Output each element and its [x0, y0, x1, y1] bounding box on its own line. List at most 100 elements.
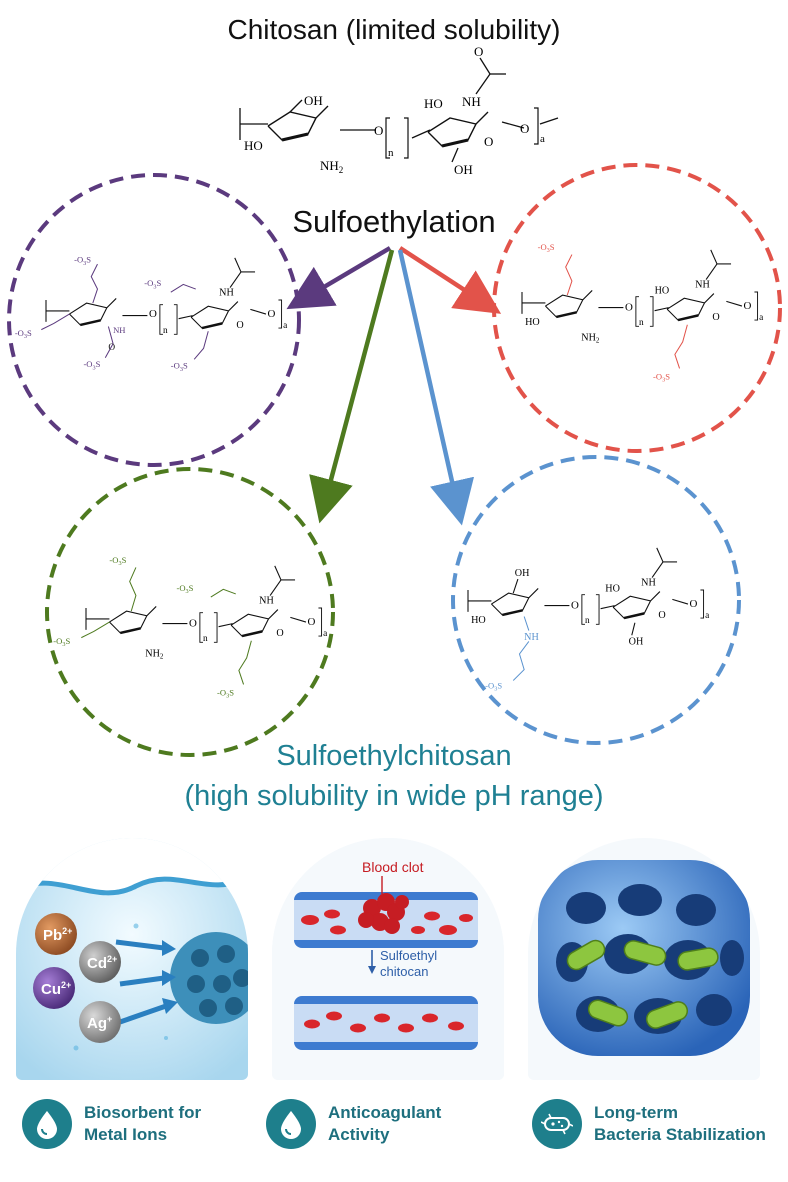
- svg-text:O: O: [625, 302, 633, 314]
- svg-text:O: O: [308, 616, 316, 628]
- chitosan-structure: OH HO NH2 O n HO NH O O OH O a: [239, 44, 559, 177]
- end-o-label: O: [520, 121, 529, 136]
- feature-anticoagulant-label: Anticoagulant Activity: [328, 1103, 442, 1144]
- bacteria: [566, 939, 719, 1029]
- svg-text:-O3S: -O3S: [171, 361, 188, 373]
- feature-anticoagulant: Anticoagulant Activity: [266, 1094, 441, 1154]
- arrow-to-red: [398, 246, 502, 314]
- feature-bacteria: Long-term Bacteria Stabilization: [532, 1094, 766, 1154]
- svg-text:NH: NH: [695, 279, 710, 290]
- bacteria-illustration: [528, 838, 760, 1080]
- svg-text:OH: OH: [515, 568, 530, 579]
- svg-text:O: O: [690, 598, 698, 610]
- svg-text:-O3S: -O3S: [15, 328, 32, 340]
- svg-text:NH: NH: [259, 595, 274, 606]
- oh-label-2: OH: [454, 162, 473, 177]
- anticoagulant-panel: Blood clot Sulfoethyl chitocan: [272, 838, 504, 1080]
- oh-label: OH: [304, 93, 323, 108]
- red-structure: HO NH2 O n HO NH O O a -O3S -O3S: [521, 242, 764, 384]
- flow-arrows: [115, 939, 167, 1025]
- result-title-line2: (high solubility in wide pH range): [184, 780, 604, 812]
- svg-text:O: O: [744, 300, 752, 312]
- svg-text:n: n: [203, 634, 208, 644]
- svg-text:n: n: [585, 616, 590, 626]
- arrow-to-blue: [397, 249, 475, 526]
- nh-label: NH: [462, 94, 481, 109]
- arrow-to-purple: [286, 246, 392, 310]
- svg-text:HO: HO: [525, 317, 540, 328]
- n-subscript: n: [388, 147, 394, 159]
- red-cells-top: [301, 909, 473, 935]
- carbonyl-o-label: O: [474, 44, 483, 59]
- svg-text:-O3S: -O3S: [653, 371, 670, 383]
- green-circle: [45, 467, 335, 757]
- blue-structure: OH HO O n HO NH O OH O a NH -O3S: [467, 547, 710, 693]
- svg-text:NH: NH: [524, 632, 539, 643]
- result-title-line1: Sulfoethylchitosan: [276, 740, 512, 772]
- svg-text:-O3S: -O3S: [538, 242, 555, 254]
- cd-ion: [79, 941, 121, 983]
- green-structure: NH2 O n NH O O a -O3S -O3S -O3S -O3S: [53, 555, 328, 700]
- svg-text:Ag+: Ag+: [87, 1014, 112, 1032]
- svg-text:O: O: [236, 320, 243, 331]
- anticoagulant-illustration: Blood clot Sulfoethyl chitocan: [272, 838, 504, 1080]
- svg-text:O: O: [268, 308, 276, 320]
- svg-text:NH: NH: [641, 577, 656, 588]
- agent-label-line1: Sulfoethyl: [380, 948, 437, 963]
- svg-text:a: a: [323, 629, 328, 639]
- svg-text:O: O: [658, 610, 665, 621]
- feature-bacteria-label: Long-term Bacteria Stabilization: [594, 1103, 766, 1144]
- process-label: Sulfoethylation: [292, 204, 496, 239]
- agent-label-line2: chitocan: [380, 964, 428, 979]
- svg-text:OH: OH: [629, 637, 644, 648]
- svg-text:Cd2+: Cd2+: [87, 954, 117, 972]
- svg-text:a: a: [705, 611, 710, 621]
- svg-text:-O3S: -O3S: [83, 359, 100, 371]
- svg-text:-O3S: -O3S: [217, 687, 234, 699]
- result-title: Sulfoethylchitosan (high solubility in w…: [0, 736, 788, 816]
- svg-text:O: O: [276, 628, 283, 639]
- blue-circle: [451, 455, 741, 745]
- ho-label-2: HO: [424, 96, 443, 111]
- svg-text:NH: NH: [219, 287, 234, 298]
- svg-text:n: n: [163, 326, 168, 336]
- feature-biosorbent: Biosorbent for Metal Ions: [22, 1094, 201, 1154]
- red-circle: [492, 163, 782, 453]
- biosorbent-panel: Pb2+ Cd2+ Cu2+ Ag+: [16, 838, 248, 1080]
- svg-text:-O3S: -O3S: [109, 555, 126, 567]
- arrow-to-green: [309, 249, 395, 524]
- svg-text:a: a: [759, 313, 764, 323]
- purple-circle: [7, 173, 301, 467]
- sorbent-lattice: [170, 932, 248, 1024]
- blood-clot: [358, 893, 409, 934]
- svg-text:NH: NH: [113, 325, 125, 335]
- svg-text:a: a: [283, 321, 288, 331]
- feature-biosorbent-label: Biosorbent for Metal Ions: [84, 1103, 202, 1144]
- pb-ion: [35, 913, 77, 955]
- nh2-label: NH2: [320, 158, 343, 175]
- svg-text:O: O: [149, 308, 157, 320]
- svg-text:NH2: NH2: [145, 648, 164, 660]
- svg-text:-O3S: -O3S: [74, 255, 91, 267]
- svg-text:Cu2+: Cu2+: [41, 980, 71, 998]
- svg-text:O: O: [712, 312, 719, 323]
- svg-text:n: n: [639, 318, 644, 328]
- svg-text:O: O: [108, 343, 115, 353]
- purple-structure: O n NH O O a -O3S -O3S NH -O3S -O3S -O3: [15, 255, 288, 373]
- svg-text:Pb2+: Pb2+: [43, 926, 72, 944]
- glycosidic-o-label: O: [374, 123, 383, 138]
- svg-text:-O3S: -O3S: [53, 636, 70, 648]
- bacteria-panel: [528, 838, 760, 1080]
- svg-text:O: O: [571, 600, 579, 612]
- biosorbent-illustration: Pb2+ Cd2+ Cu2+ Ag+: [16, 838, 248, 1080]
- blood-drop-icon: [266, 1099, 316, 1149]
- page-title: Chitosan (limited solubility): [227, 14, 561, 45]
- svg-text:HO: HO: [471, 615, 486, 626]
- svg-text:HO: HO: [655, 286, 670, 297]
- bacteria-icon: [532, 1099, 582, 1149]
- svg-text:-O3S: -O3S: [144, 278, 161, 290]
- cu-ion: [33, 967, 75, 1009]
- red-cells-bottom: [304, 1011, 464, 1033]
- svg-text:HO: HO: [605, 584, 620, 595]
- svg-text:-O3S: -O3S: [176, 583, 193, 595]
